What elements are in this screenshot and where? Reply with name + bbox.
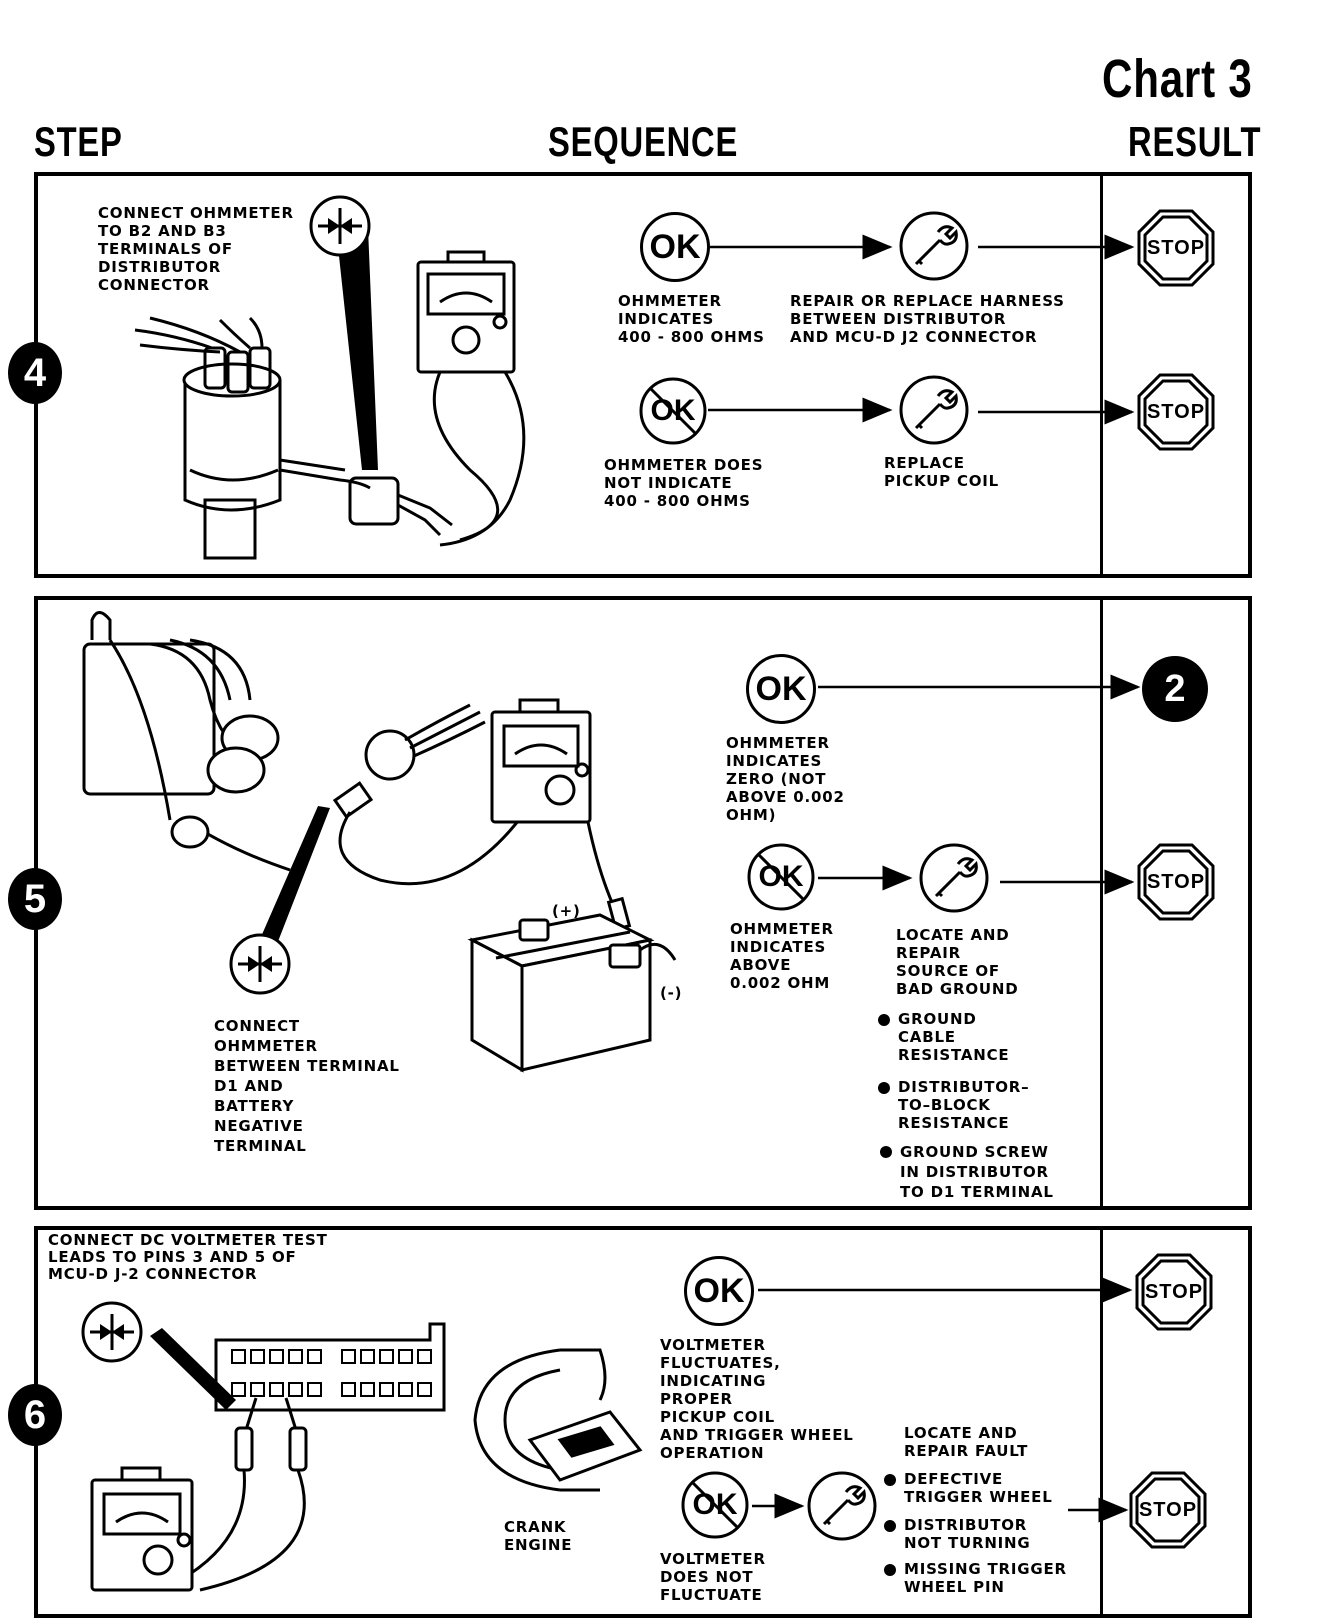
stop-label: STOP — [1144, 1281, 1204, 1303]
goto-step-2-badge: 2 — [1142, 656, 1208, 722]
step-6-number: 6 — [8, 1384, 62, 1446]
not-ok-symbol-icon: OK — [638, 376, 708, 446]
wrench-icon — [806, 1470, 878, 1542]
stop-sign-icon: STOP — [1136, 208, 1216, 288]
probe-symbol-icon-5 — [228, 932, 292, 996]
ok-symbol-icon: OK — [640, 212, 710, 282]
battery-positive-label: (+) — [552, 902, 581, 920]
stop-label: STOP — [1146, 871, 1206, 893]
column-header-result: RESULT — [1128, 118, 1262, 165]
stop-label: STOP — [1146, 401, 1206, 423]
step-4-number: 4 — [8, 342, 62, 404]
stop-sign-icon: STOP — [1134, 1252, 1214, 1332]
probe-symbol-icon-4 — [308, 194, 372, 258]
battery-negative-label: (-) — [660, 984, 683, 1002]
stop-label: STOP — [1146, 237, 1206, 259]
ohmmeter-5-drawing — [490, 698, 632, 932]
voltmeter-6-drawing — [90, 1466, 194, 1592]
step-4-result-divider — [1100, 172, 1103, 578]
step-5-result-divider — [1100, 596, 1103, 1210]
ok-symbol-icon: OK — [746, 654, 816, 724]
stop-sign-icon: STOP — [1136, 372, 1216, 452]
stop-sign-icon: STOP — [1128, 1470, 1208, 1550]
step-6-result-divider — [1100, 1226, 1103, 1618]
stop-sign-icon: STOP — [1136, 842, 1216, 922]
j2-connector-drawing — [179, 1322, 446, 1592]
not-ok-symbol-icon: OK — [680, 1470, 750, 1540]
wrench-icon — [898, 374, 970, 446]
probe-6-pointer — [150, 1328, 236, 1410]
column-header-step: STEP — [34, 118, 123, 165]
wrench-icon — [918, 842, 990, 914]
distributor-drawing — [134, 316, 453, 560]
ok-symbol-icon: OK — [684, 1256, 754, 1326]
probe-5-pointer — [250, 806, 330, 962]
step-5-number: 5 — [8, 868, 62, 930]
ohmmeter-4-drawing — [416, 250, 526, 547]
column-header-sequence: SEQUENCE — [548, 118, 739, 165]
trigger-wheel-drawing — [473, 1348, 643, 1492]
chart-title: Chart 3 — [1102, 49, 1253, 109]
probe-4-pointer — [336, 228, 378, 470]
not-ok-symbol-icon: OK — [746, 842, 816, 912]
battery-drawing — [467, 913, 677, 1073]
wrench-icon — [898, 210, 970, 282]
mcu-harness-drawing — [82, 611, 527, 886]
stop-label: STOP — [1138, 1499, 1198, 1521]
probe-symbol-icon-6 — [80, 1300, 144, 1364]
